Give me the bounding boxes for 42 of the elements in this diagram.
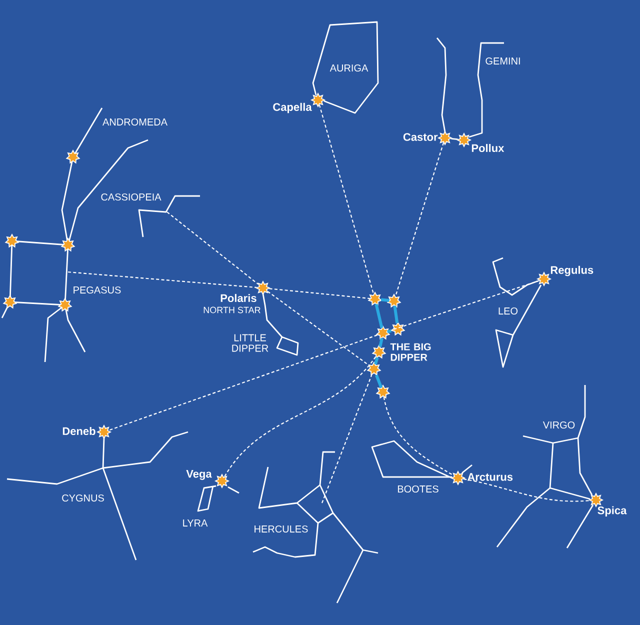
- constellation-name: CYGNUS: [62, 494, 104, 502]
- star-name: Polaris: [220, 294, 256, 302]
- connector-line: [269, 288, 370, 300]
- star-name: Regulus: [550, 266, 594, 276]
- connector-line: [394, 142, 444, 296]
- constellation-name: CASSIOPEIA: [101, 193, 162, 201]
- dipper-line: [393, 306, 399, 324]
- constellation-name: ANDROMEDA: [102, 118, 168, 126]
- connector-line: [108, 334, 378, 431]
- star-name: Pollux: [472, 144, 504, 152]
- star-name: Vega: [186, 470, 212, 480]
- connector-line: [267, 290, 369, 366]
- constellation-name: LEO: [498, 307, 518, 315]
- connector-line: [383, 396, 454, 476]
- connector-line: [166, 212, 259, 285]
- dipper-line: [380, 298, 390, 302]
- star-name: Spica: [598, 506, 627, 516]
- connector-line: [463, 478, 590, 502]
- constellation-name: PEGASUS: [74, 286, 121, 294]
- connector-line: [224, 356, 376, 477]
- constellation-name: GEMINI: [486, 57, 520, 65]
- dipper-line: [375, 374, 383, 388]
- star-name: Deneb: [62, 426, 96, 436]
- star-name: Arcturus: [467, 473, 513, 481]
- star-name: Castor: [403, 133, 438, 141]
- connector-line: [451, 138, 458, 140]
- constellation-name: LYRA: [183, 520, 208, 526]
- constellation-name: HERCULES: [254, 525, 308, 533]
- constellation-name: BOOTES: [398, 485, 438, 493]
- constellation-name: VIRGO: [542, 421, 575, 429]
- connector-line: [322, 374, 372, 504]
- star-note: NORTH STAR: [204, 306, 260, 314]
- constellation-name: AURIGA: [330, 64, 368, 72]
- dipper-line: [386, 329, 392, 334]
- constellation-name: THE BIG DIPPER: [390, 343, 431, 361]
- star-name: Capella: [273, 102, 312, 114]
- connector-line: [318, 104, 374, 294]
- constellation-name: LITTLE DIPPER: [232, 334, 268, 352]
- dipper-line: [374, 304, 384, 328]
- dipper-line: [374, 357, 379, 365]
- dipper-line: [378, 338, 384, 347]
- connector-line: [68, 271, 257, 288]
